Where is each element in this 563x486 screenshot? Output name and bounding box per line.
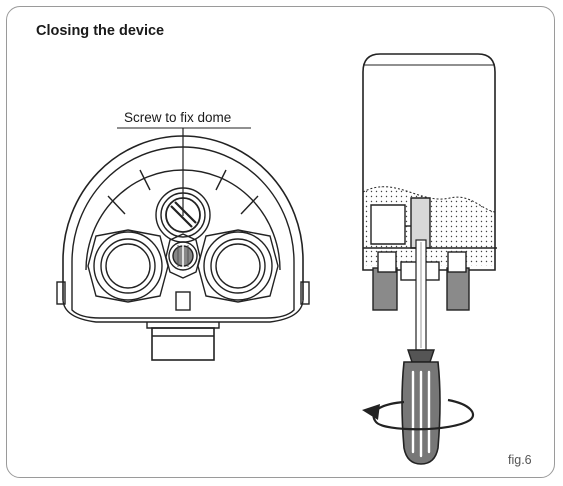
device-side-view (362, 53, 497, 465)
figure-label: fig.6 (508, 453, 532, 467)
diagram-frame (6, 6, 555, 478)
screw-callout-label: Screw to fix dome (124, 110, 232, 125)
diagram-title: Closing the device (36, 23, 165, 39)
rotation-arrow-head (362, 404, 380, 420)
device-front-view (56, 127, 310, 361)
